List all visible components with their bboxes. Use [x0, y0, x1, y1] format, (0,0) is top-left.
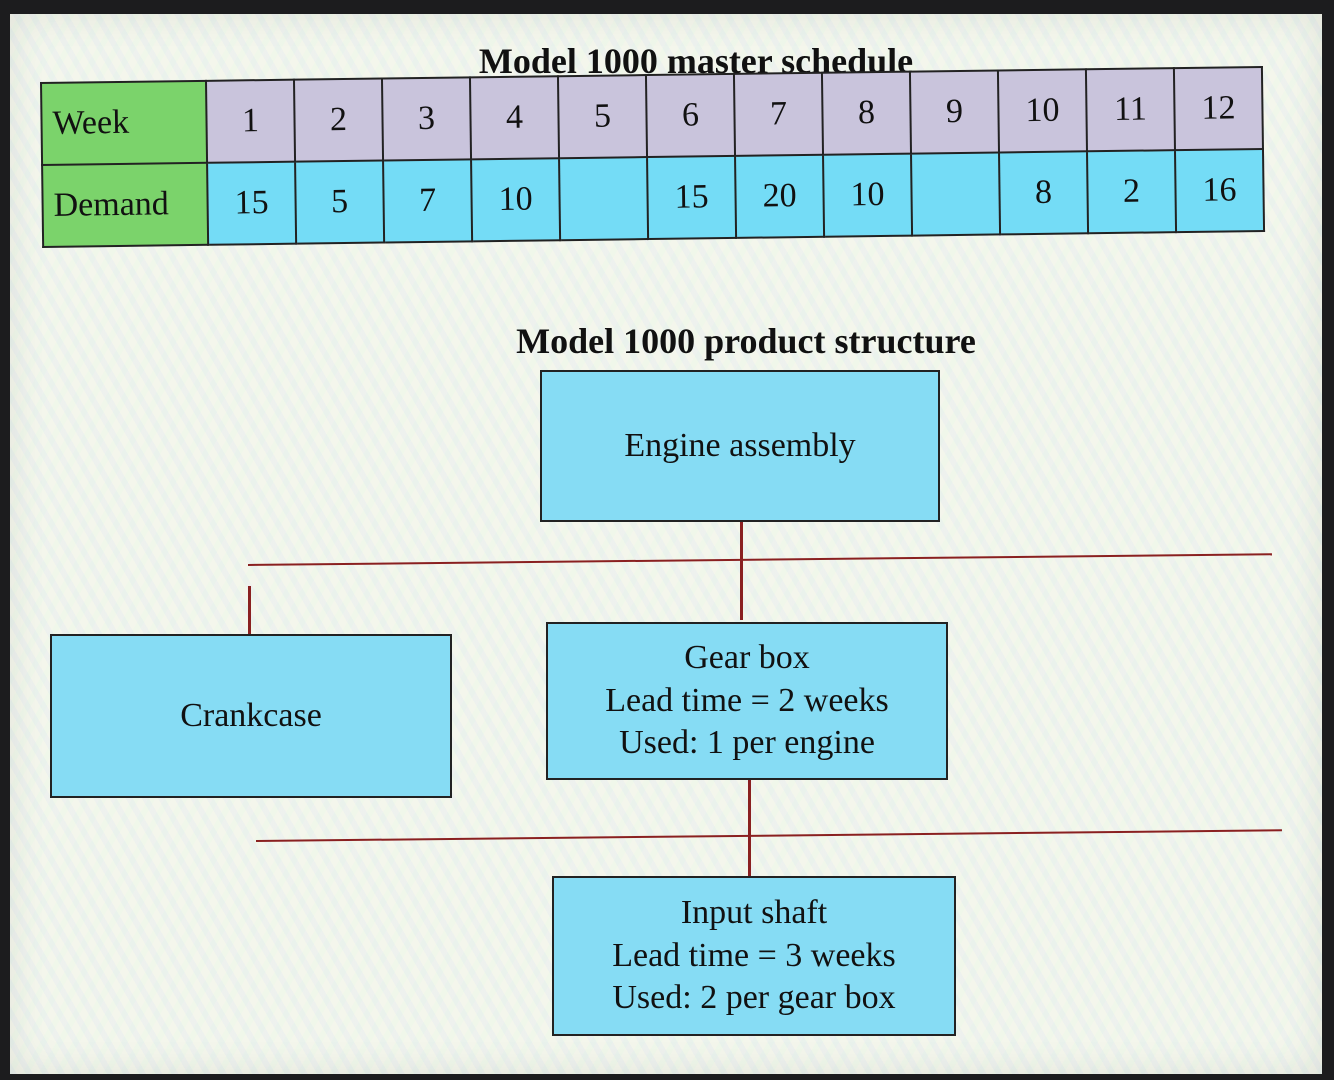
gearbox-lead-time: Lead time = 2 weeks [605, 681, 889, 719]
week-cell: 11 [1085, 68, 1175, 152]
demand-cell [559, 157, 649, 241]
demand-cell: 7 [383, 159, 473, 243]
input-shaft-lead-time: Lead time = 3 weeks [612, 936, 896, 974]
slide: Model 1000 master schedule Week 1 2 3 4 … [10, 14, 1322, 1074]
demand-cell [911, 152, 1001, 236]
demand-row: Demand 15 5 7 10 15 20 10 8 2 16 [42, 148, 1265, 247]
crankcase-box: Crankcase [50, 634, 452, 798]
input-shaft-usage: Used: 2 per gear box [612, 979, 896, 1017]
engine-assembly-box: Engine assembly [540, 370, 940, 522]
structure-title: Model 1000 product structure [516, 321, 976, 361]
demand-cell: 5 [295, 160, 385, 244]
week-cell: 2 [293, 78, 384, 162]
connector-gearbox-down [748, 776, 751, 876]
gearbox-name: Gear box [684, 639, 810, 677]
week-cell: 5 [557, 75, 648, 159]
week-cell: 12 [1173, 67, 1263, 151]
week-cell: 10 [997, 69, 1087, 153]
week-header: Week [41, 80, 208, 165]
engine-assembly-label: Engine assembly [624, 426, 856, 464]
connector-crankcase-drop [248, 586, 251, 636]
demand-cell: 2 [1086, 150, 1177, 234]
demand-cell: 20 [735, 154, 825, 238]
input-shaft-name: Input shaft [680, 894, 828, 932]
demand-cell: 16 [1174, 148, 1265, 233]
week-cell: 8 [821, 71, 912, 155]
week-cell: 4 [469, 76, 560, 160]
week-cell: 6 [645, 73, 736, 158]
week-row: Week 1 2 3 4 5 6 7 8 9 10 11 12 [41, 67, 1263, 165]
demand-cell: 8 [999, 151, 1089, 235]
connector-level1-bar [248, 553, 1272, 566]
master-schedule-table: Week 1 2 3 4 5 6 7 8 9 10 11 12 Demand 1… [40, 66, 1265, 248]
demand-header: Demand [42, 162, 209, 247]
crankcase-label: Crankcase [180, 696, 322, 734]
gearbox-usage: Used: 1 per engine [619, 724, 875, 762]
gearbox-box: Gear box Lead time = 2 weeks Used: 1 per… [546, 622, 948, 780]
demand-cell: 15 [647, 155, 737, 240]
input-shaft-box: Input shaft Lead time = 3 weeks Used: 2 … [552, 876, 956, 1036]
demand-cell: 15 [207, 161, 297, 245]
demand-cell: 10 [471, 158, 561, 242]
week-cell: 1 [205, 79, 296, 163]
connector-engine-down [740, 520, 743, 620]
week-cell: 9 [909, 70, 1000, 154]
demand-cell: 10 [823, 153, 913, 237]
week-cell: 3 [381, 77, 472, 161]
week-cell: 7 [733, 72, 824, 156]
connector-level2-bar [256, 829, 1282, 842]
